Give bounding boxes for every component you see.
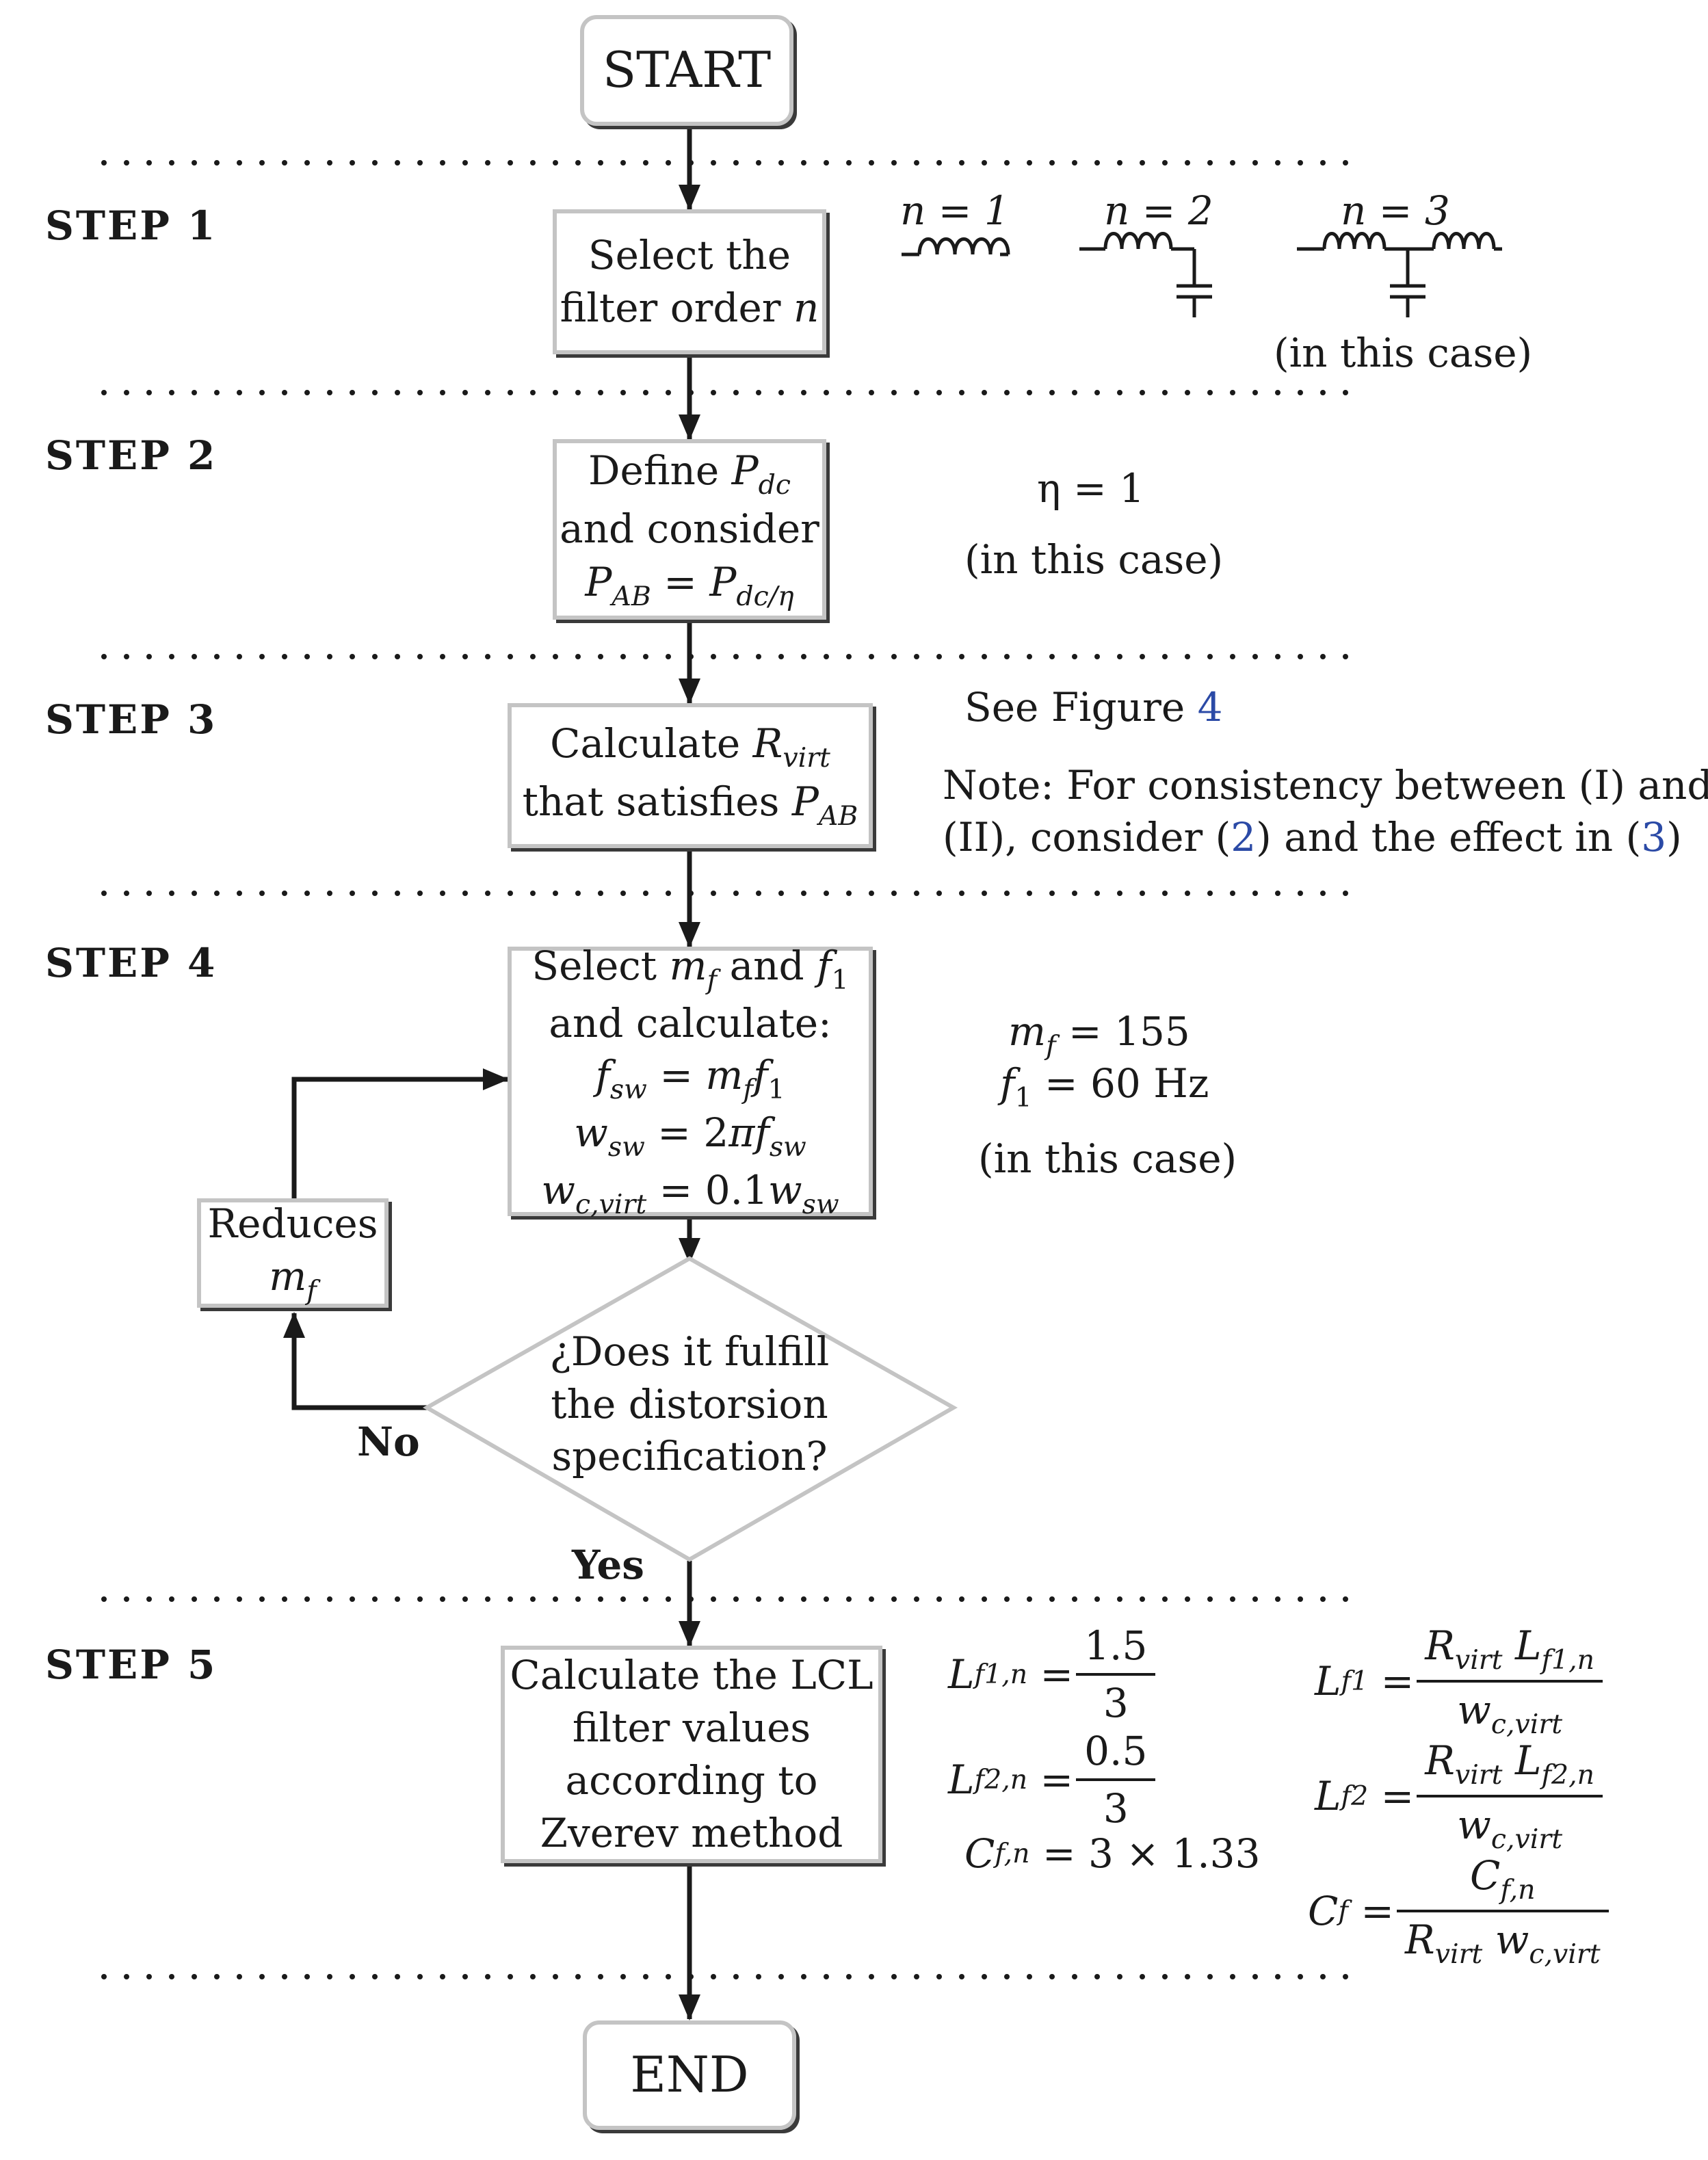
end-terminal: END [583,2020,796,2130]
note-line-2b: ) and the effect in ( [1256,814,1642,860]
n3-label: n = 3 [1341,187,1450,234]
lf2n-den: 3 [1076,1778,1156,1832]
step4-in-this-case: (in this case) [978,1135,1237,1182]
step1-line2: filter order n [560,282,819,334]
step5-line2: filter values [572,1704,811,1751]
decision-line2: the distorsion [551,1380,828,1427]
step4-eq-wsw: wsw = 2πfsw [574,1109,806,1163]
decision-line1: ¿Does it fulfill [549,1328,830,1375]
flow-arrows [283,123,700,2020]
filter-n3-icon [1297,232,1502,317]
start-terminal: START [580,15,793,126]
step2-line1: Define Pdc [588,447,791,501]
yes-branch-label: Yes [572,1542,644,1588]
figure-4-link[interactable]: 4 [1197,684,1223,730]
start-label: START [602,41,772,99]
step-4-label: STEP 4 [45,940,218,986]
step1-select-order-box: Select the filter order n [553,209,826,354]
step2-line2: and consider [560,505,819,553]
note-line-2a: (II), consider ( [943,814,1231,860]
decision-text: ¿Does it fulfill the distorsion specific… [483,1326,896,1483]
step4-and: and [729,943,804,990]
step4-line1: Select mf and f1 [531,943,849,996]
step1-in-this-case: (in this case) [1274,330,1533,376]
step5-line4: Zverev method [540,1810,843,1857]
step1-line2-text: filter order [560,285,781,331]
step-1-label: STEP 1 [45,202,218,249]
step2-line1-text: Define [588,447,720,495]
reduces-mf-box: Reduces mf [197,1198,389,1308]
step2-define-power-box: Define Pdc and consider PAB = Pdc/η [553,439,826,620]
reduces-var: mf [269,1252,317,1306]
lf2n-num: 0.5 [1084,1728,1148,1774]
step3-line1: Calculate Rvirt [550,720,830,774]
note-line-2c: ) [1666,814,1682,860]
step3-line1-text: Calculate [550,720,741,767]
note-line-2: (II), consider (2) and the effect in (3) [943,811,1682,864]
step2-line3: PAB = Pdc/η [585,558,794,612]
step-5-label: STEP 5 [45,1642,218,1688]
f1-value: f1 = 60 Hz [1000,1060,1209,1114]
step4-eq-fsw: fsw = mff1 [595,1051,785,1105]
no-branch-label: No [357,1419,420,1465]
step1-line1: Select the [588,231,791,278]
step4-select-mf-f1-box: Select mf and f1 and calculate: fsw = mf… [508,943,873,1220]
step2-in-this-case: (in this case) [964,536,1224,583]
filter-n2-icon [1079,232,1212,317]
see-figure-label: See Figure [964,684,1185,730]
step3-calculate-rvirt-box: Calculate Rvirt that satisfies PAB [508,703,873,848]
see-figure-text: See Figure 4 [964,681,1223,734]
eq-ref-2-link[interactable]: 2 [1231,814,1257,860]
lf1n-num: 1.5 [1084,1622,1148,1669]
step-separators [101,160,1371,1979]
step1-order-var: n [793,285,819,331]
step5-line3: according to [565,1757,818,1804]
decision-diamond [422,1256,958,1562]
mf-value: mf = 155 [1008,1008,1190,1062]
eta-value: η = 1 [1037,465,1145,512]
step-2-label: STEP 2 [45,432,218,479]
step3-line2: that satisfies PAB [522,778,858,832]
decision-line3: specification? [551,1433,828,1480]
arrow-reduces-to-step4 [291,1068,509,1201]
n1-label: n = 1 [900,187,1010,234]
eq-ref-3-link[interactable]: 3 [1641,814,1667,860]
step4-line2: and calculate: [549,1000,832,1047]
step5-calculate-lcl-box: Calculate the LCL filter values accordin… [501,1646,882,1863]
step4-select: Select [531,943,657,990]
note-line-1: Note: For consistency between (I) and [943,762,1708,808]
step5-line1: Calculate the LCL [510,1651,873,1698]
filter-n1-icon [902,237,1010,256]
step4-eq-wcvirt: wc,virt = 0.1wsw [541,1166,839,1220]
step-3-label: STEP 3 [45,696,218,743]
lf1n-den: 3 [1076,1673,1156,1726]
arrow-decision-no-to-reduces [283,1312,427,1410]
n2-label: n = 2 [1104,187,1213,234]
end-label: END [630,2046,749,2104]
cfn-value: = 3 × 1.33 [1042,1830,1261,1877]
f1-value-text: = 60 Hz [1044,1060,1209,1107]
mf-value-text: = 155 [1068,1008,1190,1055]
step3-line2-text: that satisfies [522,778,780,825]
reduces-label: Reduces [207,1200,378,1247]
